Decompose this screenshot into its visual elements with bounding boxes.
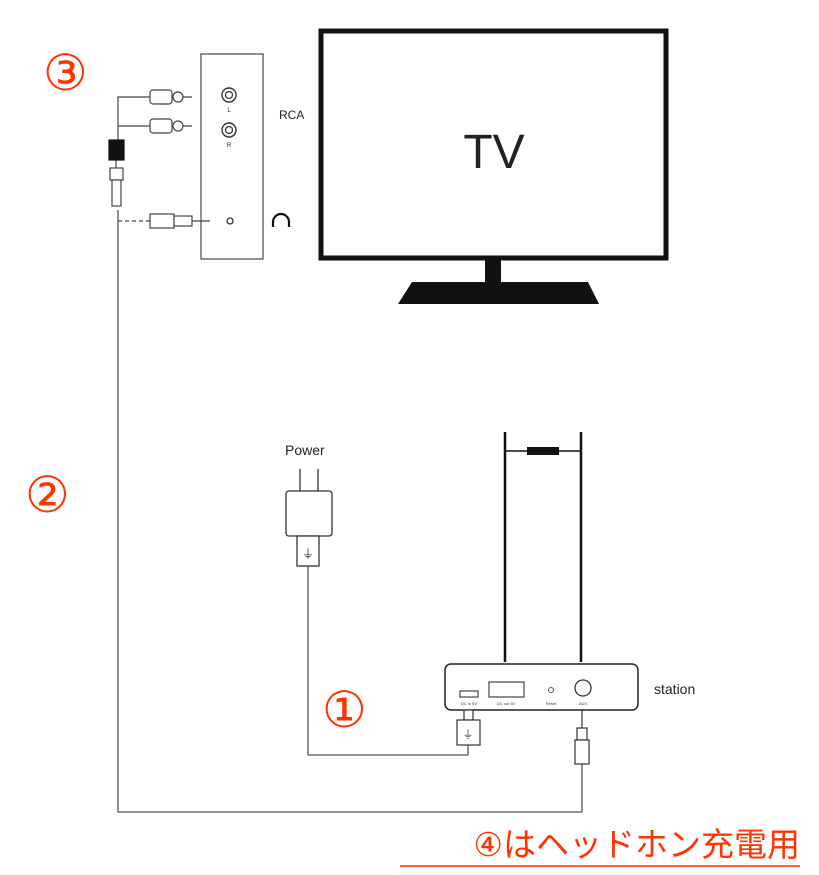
mini-jack-plug-top (109, 167, 124, 181)
station-aux-plug (574, 710, 590, 765)
step-three: ③ (43, 44, 88, 102)
tv-stand-neck (485, 258, 501, 282)
svg-text:⏚: ⏚ (463, 728, 474, 741)
output-panel-body (200, 53, 264, 260)
rca-left-label: L (227, 108, 231, 114)
dc-out-port (488, 681, 525, 698)
headphone-icon (271, 212, 291, 227)
power-cable (307, 566, 469, 756)
rca-label: RCA (279, 108, 304, 122)
tv-label: TV (463, 126, 524, 179)
svg-text:AUX: AUX (579, 701, 588, 706)
dc-in-port (459, 690, 479, 698)
charging-note: ④はヘッドホン充電用 (473, 825, 800, 864)
adapter-body (285, 490, 333, 537)
step-two: ② (25, 466, 70, 524)
svg-text:DC in 5V: DC in 5V (461, 701, 477, 706)
svg-text:Reset: Reset (546, 701, 557, 706)
reset-button (548, 687, 554, 693)
tv-screen (318, 28, 669, 261)
station-body (444, 663, 639, 711)
rca-plug-right (149, 118, 173, 134)
step-one: ① (322, 681, 367, 739)
tv: TV (318, 28, 669, 304)
usb-icon: ⏚ (302, 547, 314, 561)
station-label: station (654, 681, 695, 697)
aux-cable (117, 210, 583, 813)
rca-plug-left (149, 89, 173, 105)
station: DC in 5V DC out 5V Reset AUX station (444, 432, 695, 711)
tv-stand-base (398, 282, 599, 304)
rca-right-label: R (227, 143, 232, 149)
headphone-plug (118, 213, 210, 229)
headphone-jack (226, 217, 234, 225)
audio-output-panel: L R RCA (200, 53, 304, 260)
station-usb-plug: ⏚ (456, 709, 481, 746)
svg-text:DC out 5V: DC out 5V (497, 701, 516, 706)
power-adapter: Power ⏚ (285, 442, 333, 567)
rca-left-jack (221, 87, 237, 103)
cable-splitter (108, 139, 125, 161)
rca-right-jack (221, 122, 237, 138)
aux-port (574, 679, 592, 697)
power-label: Power (285, 442, 325, 458)
rca-cable (108, 89, 192, 207)
